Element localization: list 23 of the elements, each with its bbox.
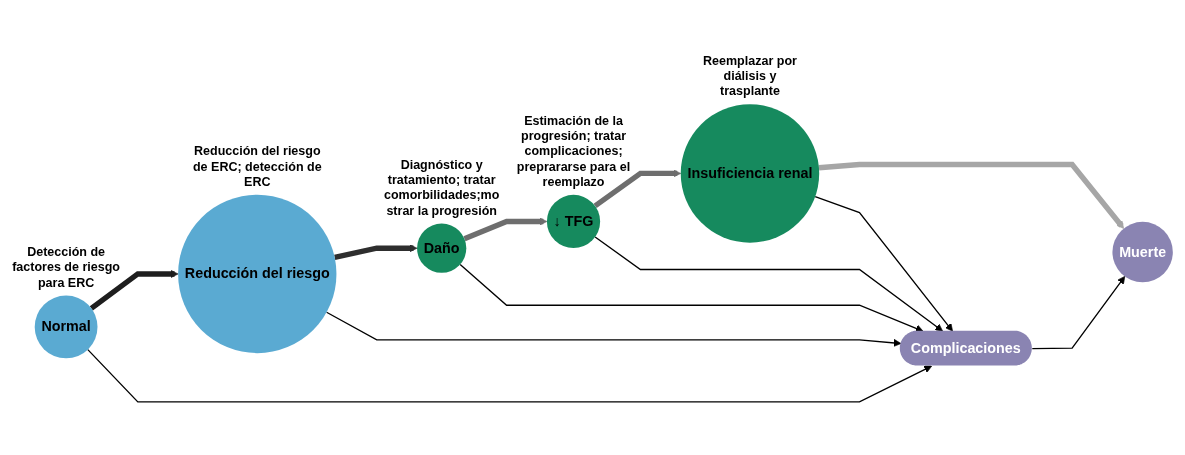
- step-description: Estimación de la progresión; tratar complicaciones; preprararse para el reemplazo: [516, 114, 631, 189]
- arrow: [459, 263, 924, 333]
- node-circle: Daño: [417, 223, 467, 273]
- arrow: [594, 236, 943, 332]
- node-circle: Reducción del riesgo: [178, 194, 337, 354]
- arrow: [334, 244, 418, 260]
- node-circle: Normal: [34, 295, 98, 359]
- arrow: [89, 270, 179, 311]
- node-circle: Muerte: [1112, 221, 1173, 283]
- node-circle: Insuficiencia renal: [680, 104, 820, 243]
- step-description: Reducción del riesgo de ERC; detección de ERC: [192, 144, 322, 189]
- arrow: [814, 196, 953, 332]
- arrow: [818, 161, 1125, 229]
- arrow: [87, 349, 933, 403]
- step-description: Reemplazar por diálisis y trasplante: [703, 53, 797, 99]
- arrow: [325, 311, 902, 347]
- arrow: [1031, 276, 1126, 350]
- node-box: Complicaciones: [899, 330, 1032, 366]
- arrow: [593, 169, 682, 209]
- node-circle: ↓ TFG: [546, 194, 601, 249]
- step-description: Diagnóstico y tratamiento; tratar comorbilidades;mo strar la progresión: [383, 157, 500, 218]
- step-description: Detección de factores de riesgo para ERC: [12, 245, 120, 290]
- arrow: [463, 217, 548, 242]
